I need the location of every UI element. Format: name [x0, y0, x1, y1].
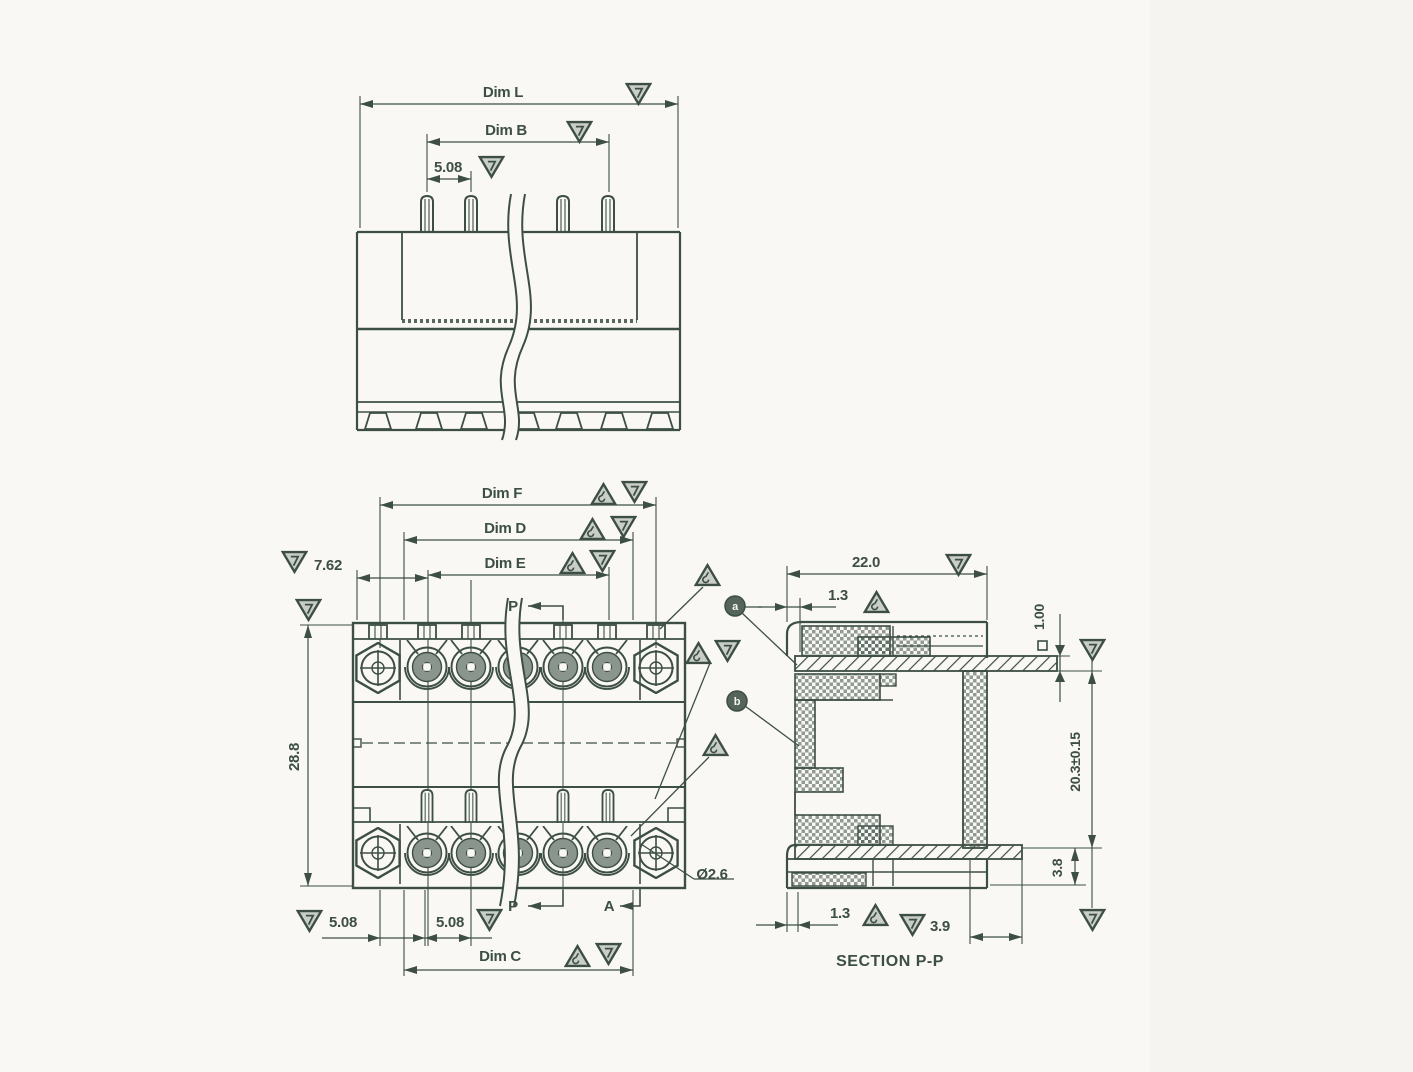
dim-e-label: Dim E [484, 555, 525, 572]
edge-offset-label: 7.62 [314, 557, 342, 574]
pin-offset-bottom-label: 1.3 [830, 905, 850, 922]
hex-flange-nut [633, 642, 679, 694]
pitch-right-label: 5.08 [436, 914, 464, 931]
solder-pin [420, 789, 434, 823]
break-line [497, 597, 530, 907]
hex-flange-nut [633, 827, 679, 879]
square-symbol-icon [1037, 640, 1048, 651]
hex-flange-nut [355, 827, 401, 879]
callout-a-letter: a [732, 601, 739, 613]
callout-leaders [741, 606, 800, 747]
top-pitch-label: 5.08 [434, 159, 462, 176]
break-line [499, 193, 532, 441]
pin-cross-section-bottom [794, 844, 1023, 860]
section-view [741, 566, 1102, 944]
height-label: 28.8 [286, 743, 303, 771]
callout-b-bubble [726, 690, 748, 712]
pin-square-label: 1.00 [1031, 603, 1047, 630]
section-title: SECTION P-P [836, 953, 944, 970]
pin-cross-section-top [794, 655, 1058, 672]
dim-l-label: Dim L [483, 84, 523, 101]
height-tolerance-label: 20.3±0.15 [1067, 732, 1083, 792]
dim-d-label: Dim D [484, 520, 526, 537]
dim-c-label: Dim C [479, 948, 521, 965]
pin-stickout-label: 3.9 [930, 918, 950, 935]
hole-diameter-label: Ø2.6 [696, 866, 727, 883]
section-width-label: 22.0 [852, 554, 880, 571]
view-arrow-a: A [604, 898, 615, 915]
housing-wall [962, 670, 988, 849]
bottom-step-label: 3.8 [1049, 858, 1065, 877]
solder-pin [556, 789, 570, 823]
solder-pin [601, 789, 615, 823]
dim-b-label: Dim B [485, 122, 527, 139]
pin-top-view [420, 195, 434, 232]
pitch-left-label: 5.08 [329, 914, 357, 931]
section-arrow-p-top: P [508, 598, 518, 615]
section-arrow-p-bottom: P [508, 898, 518, 915]
top-view [355, 96, 682, 441]
solder-pin [464, 789, 478, 823]
pin-top-view [601, 195, 615, 232]
section-body [785, 620, 1058, 890]
hex-flange-nut [355, 642, 401, 694]
callout-b-letter: b [734, 696, 741, 708]
callout-a-bubble [724, 595, 746, 617]
pin-offset-top-label: 1.3 [828, 587, 848, 604]
dim-f-label: Dim F [482, 485, 522, 502]
pin-top-view [464, 195, 478, 232]
pin-top-view [556, 195, 570, 232]
mounting-feet [363, 412, 675, 430]
front-view [300, 497, 734, 976]
scan-shade [1150, 0, 1413, 1072]
